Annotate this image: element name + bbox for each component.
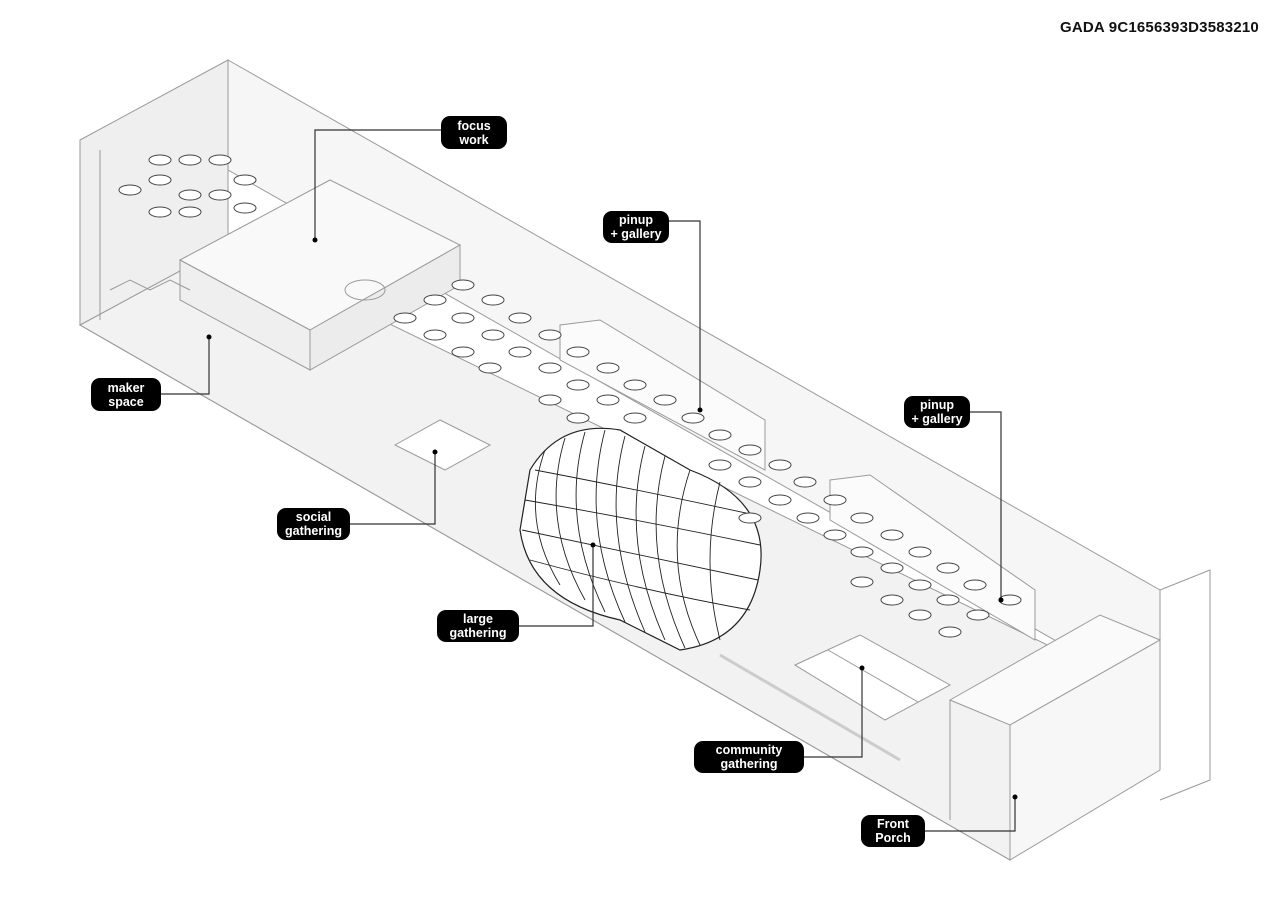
label-pinup-gallery-2: pinup+ gallery [904,396,970,428]
label-line: Front [877,817,909,831]
label-line: + gallery [911,412,963,426]
community-table [793,634,952,721]
drawing-code: GADA 9C1656393D3583210 [1060,19,1259,36]
label-line: gathering [720,757,778,771]
label-line: work [459,132,489,147]
large-gathering-pod [519,427,762,651]
social-table [393,419,492,471]
label-pinup-gallery-1: pinup+ gallery [603,211,669,243]
label-line: maker [107,380,145,395]
label-line: pinup [919,398,954,412]
label-line: large [463,612,493,626]
label-line: pinup [618,213,653,227]
leader-lines [161,129,1016,832]
label-line: space [108,394,144,409]
label-line: gathering [285,524,342,538]
label-line: Porch [875,831,911,845]
pendant-lights [118,154,1022,638]
label-line: community [715,743,783,757]
label-line: focus [457,118,491,133]
label-line: social [295,510,332,524]
label-line: gathering [449,626,507,640]
label-line: + gallery [610,227,662,241]
